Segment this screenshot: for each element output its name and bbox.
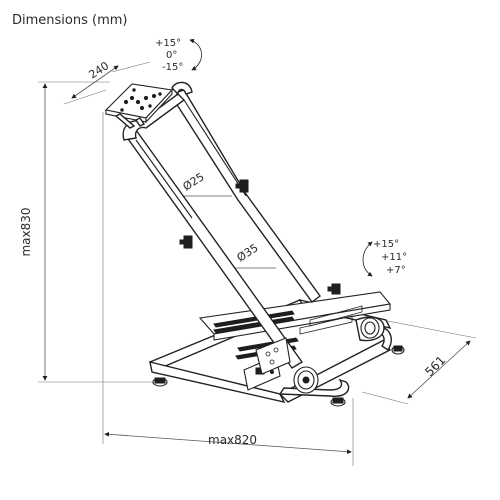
depth-label: 561 bbox=[422, 353, 448, 379]
plate-width-label: 240 bbox=[87, 59, 112, 81]
pedal-tilt-low: +7° bbox=[386, 265, 406, 276]
wheel-stand-frame bbox=[104, 81, 405, 407]
wheel-tilt-indicator: +15° 0° -15° bbox=[155, 38, 202, 73]
height-label: max830 bbox=[19, 207, 33, 256]
wheel-tilt-arrow-icon bbox=[189, 38, 202, 71]
pedal-tilt-arrow-icon bbox=[362, 241, 373, 277]
right-upright bbox=[173, 89, 321, 303]
pedal-tilt-mid: +11° bbox=[381, 252, 407, 263]
lower-tube-label: Ø35 bbox=[235, 241, 261, 264]
wheel-tilt-plus: +15° bbox=[155, 38, 181, 49]
wheel-mount-plate bbox=[104, 83, 174, 129]
width-label: max820 bbox=[208, 433, 257, 447]
pedal-tilt-high: +15° bbox=[373, 239, 399, 250]
upper-tube-label: Ø25 bbox=[181, 170, 207, 193]
width-dimension: max820 bbox=[102, 112, 354, 466]
height-dimension: max830 bbox=[19, 81, 160, 383]
upright-clamp-knob-icon bbox=[179, 179, 341, 295]
wheel-tilt-zero: 0° bbox=[166, 50, 177, 61]
wheel-tilt-minus: -15° bbox=[162, 62, 183, 73]
diagram-title: Dimensions (mm) bbox=[12, 13, 127, 28]
pedal-tilt-indicator: +15° +11° +7° bbox=[362, 239, 407, 277]
